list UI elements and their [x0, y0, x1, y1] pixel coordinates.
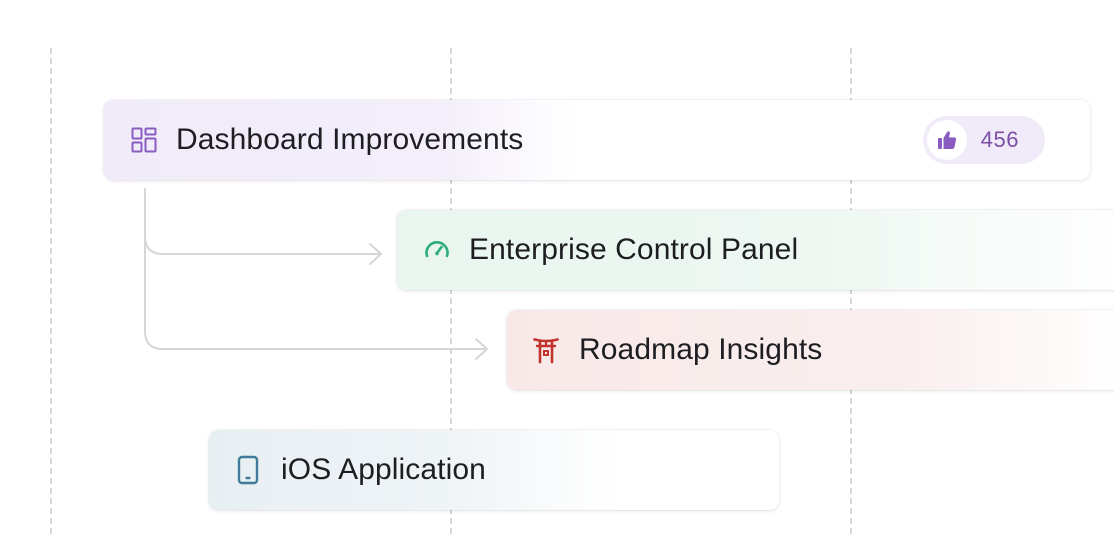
card-title: Roadmap Insights — [579, 333, 823, 366]
tablet-icon — [233, 455, 263, 485]
column-gridline-1 — [50, 48, 52, 534]
column-gridline-2 — [450, 48, 452, 534]
roadmap-card-enterprise-control-panel[interactable]: Enterprise Control Panel — [397, 210, 1114, 290]
connector-to-roadmap — [144, 236, 486, 350]
arrowhead-roadmap — [475, 338, 488, 360]
card-title: Enterprise Control Panel — [469, 233, 799, 266]
connector-to-enterprise — [144, 188, 380, 255]
upvote-button[interactable]: 456 — [922, 116, 1045, 164]
arrowhead-enterprise — [369, 243, 382, 265]
roadmap-card-roadmap-insights[interactable]: Roadmap Insights — [507, 310, 1114, 390]
vote-count: 456 — [980, 127, 1019, 152]
roadmap-card-ios-application[interactable]: iOS Application — [209, 430, 779, 510]
card-title: iOS Application — [281, 453, 486, 486]
card-title: Dashboard Improvements — [176, 123, 524, 156]
roadmap-card-dashboard-improvements[interactable]: Dashboard Improvements 456 — [104, 100, 1090, 180]
column-gridline-3 — [850, 48, 852, 534]
torii-gate-icon — [531, 335, 561, 365]
grid-layout-icon — [129, 125, 159, 155]
thumbs-up-icon — [926, 120, 967, 160]
speedometer-icon — [422, 235, 452, 265]
